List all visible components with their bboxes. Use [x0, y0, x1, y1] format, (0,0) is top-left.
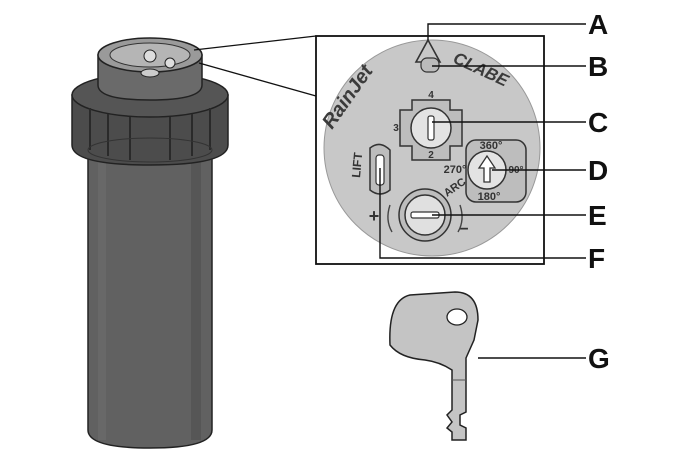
callout-c: C [588, 107, 608, 138]
callout-labels: A B C D E F G [588, 9, 610, 374]
callout-e: E [588, 200, 607, 231]
sprinkler-illustration [71, 37, 229, 449]
nozzle-marker [420, 57, 440, 73]
nozzle-number-4: 4 [428, 90, 434, 101]
radius-adjust-screw[interactable] [398, 188, 452, 242]
arc-180-label: 180° [478, 191, 501, 203]
arc-270-label: 270° [444, 164, 467, 176]
sprinkler-tube [87, 149, 213, 449]
nozzle-number-3: 3 [393, 123, 399, 134]
callout-f: F [588, 243, 605, 274]
adjustment-key [389, 291, 479, 441]
callout-a: A [588, 9, 608, 40]
callout-b: B [588, 51, 608, 82]
callout-g: G [588, 343, 610, 374]
nozzle-selector[interactable]: 4 3 2 [393, 90, 463, 161]
lift-label: LIFT [349, 151, 365, 178]
minus-symbol: − [459, 221, 468, 238]
callout-leaders [379, 23, 586, 359]
callout-d: D [588, 155, 608, 186]
arc-360-label: 360° [480, 140, 503, 152]
nozzle-number-2: 2 [428, 150, 434, 161]
plus-symbol: + [369, 206, 380, 226]
arc-arrow-icon [477, 154, 497, 183]
